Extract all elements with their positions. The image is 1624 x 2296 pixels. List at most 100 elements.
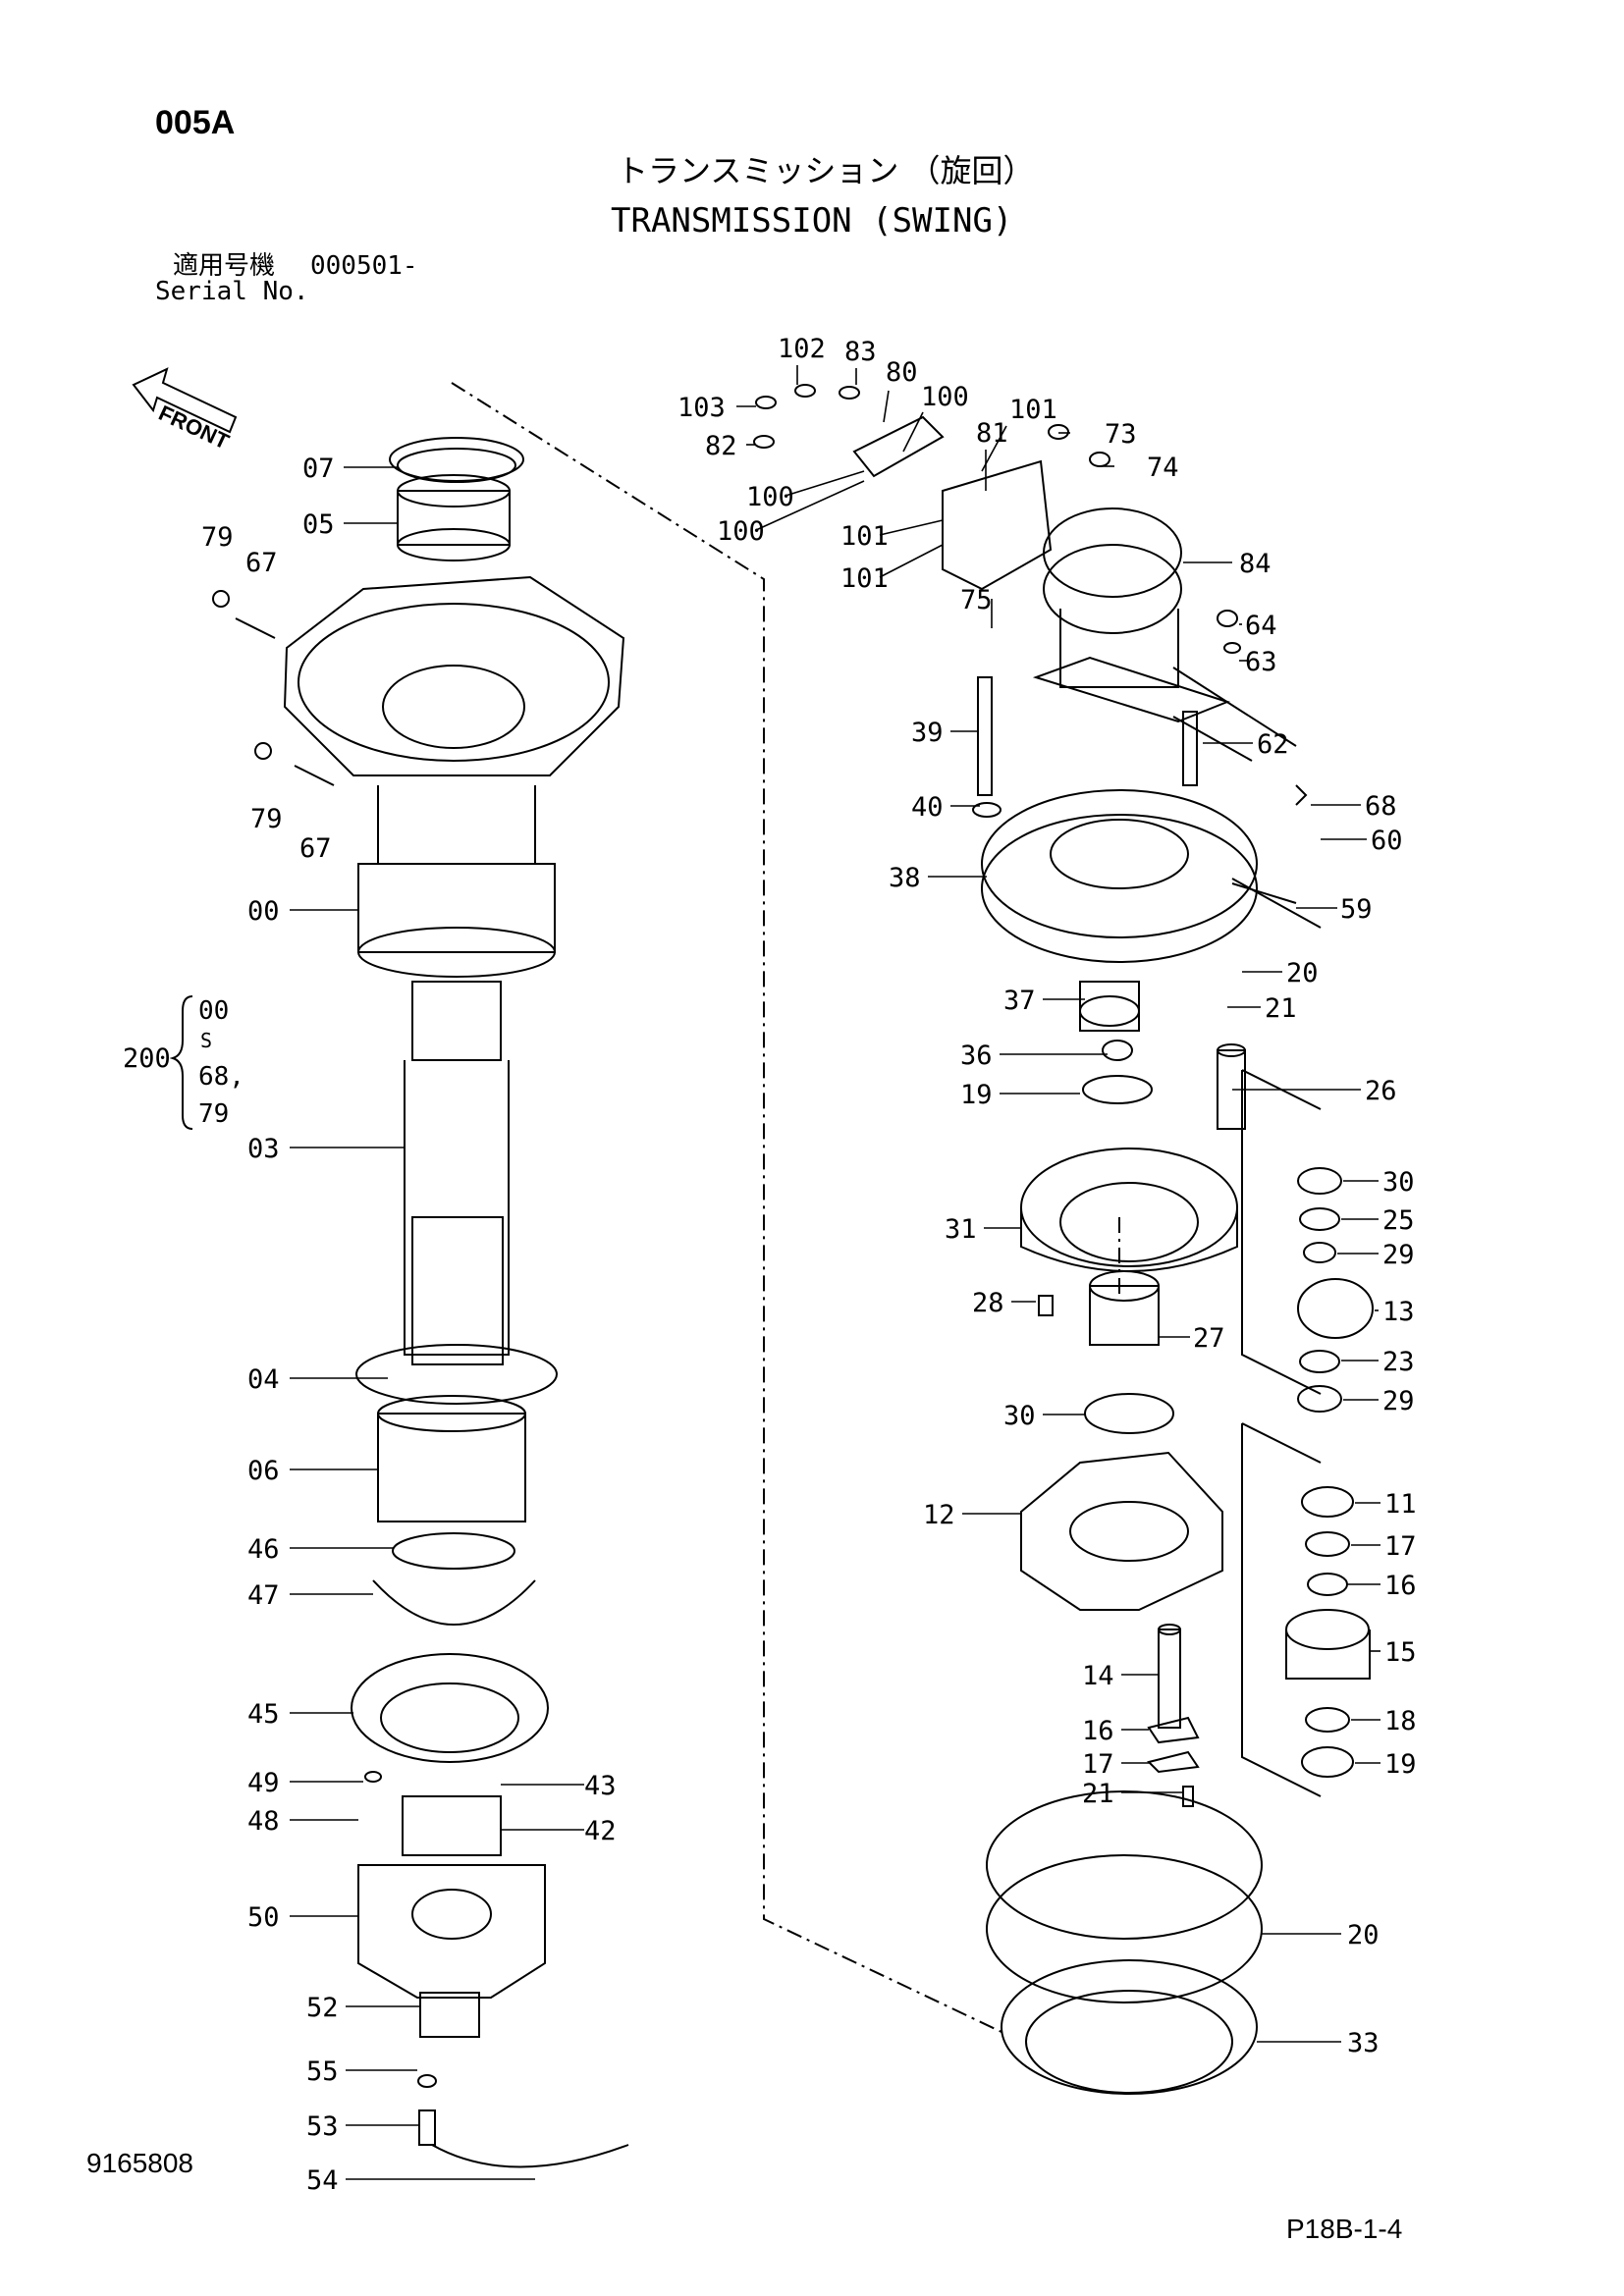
part-label-06: 06 bbox=[247, 1456, 280, 1486]
leader-line-100 bbox=[785, 470, 865, 497]
parts-right-stack bbox=[753, 384, 1374, 2095]
drawing-number: 9165808 bbox=[86, 2148, 194, 2178]
part-label-100: 100 bbox=[717, 516, 765, 547]
part-number-labels: 07 05 79 67 79 67 00 03 04 06 46 47 45 49 43 48 42 50 52 55… bbox=[201, 334, 1417, 2196]
part-label-29: 29 bbox=[1382, 1240, 1415, 1270]
part-label-07: 07 bbox=[302, 454, 335, 484]
part-label-17: 17 bbox=[1384, 1531, 1417, 1562]
part-label-67: 67 bbox=[245, 548, 278, 578]
part-label-27: 27 bbox=[1193, 1323, 1225, 1354]
part-label-83: 83 bbox=[844, 337, 877, 367]
part-label-74: 74 bbox=[1147, 453, 1179, 483]
front-arrow-label: FRONT bbox=[155, 400, 234, 454]
part-label-82: 82 bbox=[705, 431, 737, 461]
part-label-59: 59 bbox=[1340, 894, 1373, 925]
assembly-number: 200 bbox=[123, 1043, 171, 1074]
part-label-40: 40 bbox=[911, 792, 944, 823]
leader-lines bbox=[290, 365, 1380, 2180]
part-label-16: 16 bbox=[1082, 1716, 1114, 1746]
part-label-21: 21 bbox=[1265, 993, 1297, 1024]
part-label-80: 80 bbox=[886, 357, 918, 388]
part-label-39: 39 bbox=[911, 718, 944, 748]
part-label-101: 101 bbox=[840, 521, 889, 552]
title-english: TRANSMISSION (SWING) bbox=[611, 201, 1013, 240]
assembly-line-3: 68, bbox=[198, 1062, 244, 1092]
part-label-14: 14 bbox=[1082, 1661, 1114, 1691]
part-label-13: 13 bbox=[1382, 1297, 1415, 1327]
part-label-101: 101 bbox=[840, 563, 889, 594]
part-label-102: 102 bbox=[778, 334, 826, 364]
part-label-42: 42 bbox=[584, 1816, 617, 1846]
part-label-04: 04 bbox=[247, 1364, 280, 1395]
part-label-37: 37 bbox=[1003, 986, 1036, 1016]
part-label-33: 33 bbox=[1347, 2028, 1380, 2058]
part-label-23: 23 bbox=[1382, 1347, 1415, 1377]
part-label-15: 15 bbox=[1384, 1637, 1417, 1668]
part-label-84: 84 bbox=[1239, 549, 1272, 579]
part-label-75: 75 bbox=[960, 585, 993, 615]
part-label-00: 00 bbox=[247, 896, 280, 927]
part-label-05: 05 bbox=[302, 509, 335, 540]
serial-value: 000501- bbox=[310, 251, 418, 281]
part-label-20: 20 bbox=[1347, 1920, 1380, 1950]
front-arrow: FRONT bbox=[132, 367, 238, 454]
part-label-16: 16 bbox=[1384, 1571, 1417, 1601]
part-label-19: 19 bbox=[1384, 1749, 1417, 1780]
part-label-79: 79 bbox=[201, 522, 234, 553]
part-label-46: 46 bbox=[247, 1534, 280, 1565]
part-label-47: 47 bbox=[247, 1580, 280, 1611]
part-label-101: 101 bbox=[1009, 395, 1057, 425]
part-label-100: 100 bbox=[921, 382, 969, 412]
part-label-64: 64 bbox=[1245, 611, 1277, 641]
part-label-03: 03 bbox=[247, 1134, 280, 1164]
part-label-52: 52 bbox=[306, 1993, 339, 2023]
part-label-48: 48 bbox=[247, 1806, 280, 1837]
parts-left-stack bbox=[212, 437, 629, 2168]
part-label-36: 36 bbox=[960, 1041, 993, 1071]
part-label-17: 17 bbox=[1082, 1749, 1114, 1780]
serial-label-english: Serial No. bbox=[155, 277, 309, 306]
part-label-21: 21 bbox=[1082, 1779, 1114, 1809]
part-label-11: 11 bbox=[1384, 1489, 1417, 1520]
leader-line-101 bbox=[879, 519, 944, 536]
part-label-63: 63 bbox=[1245, 647, 1277, 677]
part-label-54: 54 bbox=[306, 2165, 339, 2196]
part-label-26: 26 bbox=[1365, 1076, 1397, 1106]
part-label-62: 62 bbox=[1257, 729, 1289, 760]
assembly-line-1: 00 bbox=[198, 996, 229, 1026]
leader-line-101 bbox=[879, 544, 944, 578]
assembly-bracket: 200 00 S 68, 79 bbox=[123, 995, 244, 1130]
part-label-18: 18 bbox=[1384, 1706, 1417, 1736]
part-label-25: 25 bbox=[1382, 1205, 1415, 1236]
serial-label-japanese: 適用号機 bbox=[173, 251, 276, 281]
part-label-45: 45 bbox=[247, 1699, 280, 1730]
assembly-center-line-left bbox=[451, 382, 1002, 2033]
part-label-28: 28 bbox=[972, 1288, 1004, 1318]
part-label-81: 81 bbox=[976, 418, 1008, 449]
leader-line-100 bbox=[755, 480, 865, 531]
part-label-50: 50 bbox=[247, 1902, 280, 1933]
part-label-29: 29 bbox=[1382, 1386, 1415, 1416]
part-label-43: 43 bbox=[584, 1771, 617, 1801]
part-label-79: 79 bbox=[250, 804, 283, 834]
part-label-49: 49 bbox=[247, 1768, 280, 1798]
part-label-67: 67 bbox=[299, 833, 332, 864]
assembly-line-2: S bbox=[200, 1029, 212, 1052]
part-label-30: 30 bbox=[1003, 1401, 1036, 1431]
part-label-19: 19 bbox=[960, 1080, 993, 1110]
part-label-38: 38 bbox=[889, 863, 921, 893]
part-label-55: 55 bbox=[306, 2056, 339, 2087]
part-label-53: 53 bbox=[306, 2111, 339, 2142]
assembly-line-4: 79 bbox=[198, 1099, 229, 1129]
part-label-103: 103 bbox=[677, 393, 726, 423]
part-label-73: 73 bbox=[1105, 419, 1137, 450]
part-label-100: 100 bbox=[746, 482, 794, 512]
page-reference: P18B-1-4 bbox=[1286, 2214, 1403, 2244]
part-label-12: 12 bbox=[923, 1500, 955, 1530]
leader-line-80 bbox=[883, 390, 890, 423]
page-id: 005A bbox=[155, 104, 236, 141]
leader-line-100 bbox=[902, 411, 924, 453]
title-japanese: トランスミッション （旋回） bbox=[617, 152, 1035, 189]
